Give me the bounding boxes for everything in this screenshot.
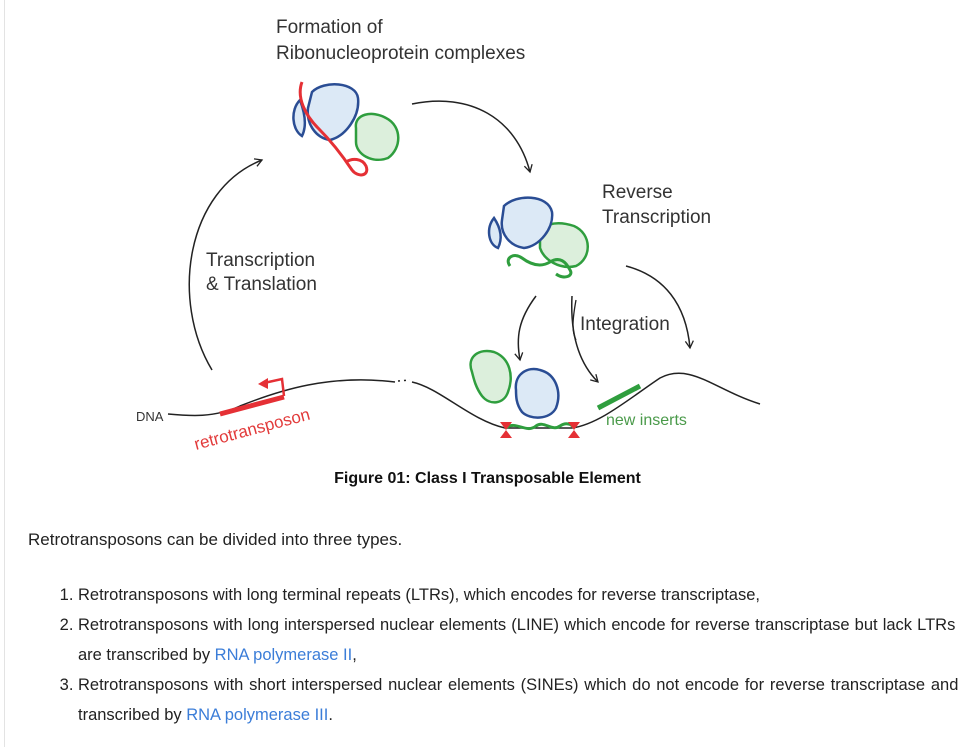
green-dna-rt — [506, 254, 573, 279]
list-item-text: Retrotransposons with long interspersed … — [78, 616, 959, 664]
list-item-text: Retrotransposons with long terminal repe… — [78, 586, 760, 604]
dna-gap-dots — [397, 379, 411, 382]
label-new-inserts: new inserts — [606, 412, 687, 429]
target-site-left — [500, 422, 512, 438]
integration-complex — [469, 349, 560, 419]
red-rna-top — [298, 81, 369, 177]
blue-small-rt — [487, 215, 502, 250]
arrow-rt-to-integration — [514, 295, 537, 362]
label-reverse-line2: Transcription — [602, 207, 711, 228]
label-formation-line1: Formation of — [276, 17, 383, 38]
blue-protein-top — [306, 83, 360, 142]
left-border — [4, 0, 5, 747]
label-integration: Integration — [580, 314, 670, 335]
diagram-svg: Formation of Ribonucleoprotein complexes… — [136, 17, 761, 454]
new-insert-segment — [596, 383, 642, 411]
dna-strand-right — [411, 372, 761, 429]
rnp-complex-top — [292, 81, 400, 177]
intro-paragraph: Retrotransposons can be divided into thr… — [28, 530, 403, 549]
integration-bracket — [572, 299, 577, 341]
label-transcription-line1: Transcription — [206, 250, 315, 271]
green-protein-top — [354, 112, 400, 161]
list-item-punctuation: . — [328, 706, 333, 724]
retrotransposon-segment — [219, 394, 285, 417]
list-item-punctuation: , — [352, 646, 357, 664]
blue-protein-rt — [500, 196, 554, 250]
rna-polymerase-ii-link[interactable]: RNA polymerase II — [214, 646, 353, 664]
arrow-transcription — [188, 158, 264, 371]
blue-small-top — [292, 97, 306, 138]
arrow-rt-to-insert — [571, 295, 599, 383]
transcription-start-arrow — [263, 377, 286, 397]
rna-polymerase-iii-link[interactable]: RNA polymerase III — [186, 706, 329, 724]
integration-green-dna — [505, 422, 576, 431]
label-formation-line2: Ribonucleoprotein complexes — [276, 43, 525, 64]
list-item-text: Retrotransposons with short interspersed… — [78, 676, 959, 724]
figure-caption: Figure 01: Class I Transposable Element — [334, 470, 641, 487]
figure-class-i-transposable-element: Formation of Ribonucleoprotein complexes… — [136, 17, 761, 487]
list-item: Retrotransposons with long interspersed … — [78, 610, 959, 670]
rnp-complex-rt — [487, 196, 589, 279]
arrow-integration — [625, 265, 694, 350]
blue-protein-int — [514, 367, 560, 419]
transcription-start-arrowhead — [258, 378, 268, 389]
arrow-formation-to-rt — [411, 100, 533, 174]
label-reverse-line1: Reverse — [602, 182, 673, 203]
list-item: Retrotransposons with short interspersed… — [78, 670, 959, 730]
label-retrotransposon: retrotransposon — [192, 405, 312, 454]
target-site-right — [568, 422, 580, 438]
green-protein-int — [469, 349, 512, 404]
list-item: Retrotransposons with long terminal repe… — [78, 580, 959, 610]
retrotransposon-types-list: Retrotransposons with long terminal repe… — [40, 580, 959, 730]
label-transcription-line2: & Translation — [206, 274, 317, 295]
label-dna: DNA — [136, 409, 164, 424]
dna-strand-left — [167, 379, 396, 417]
